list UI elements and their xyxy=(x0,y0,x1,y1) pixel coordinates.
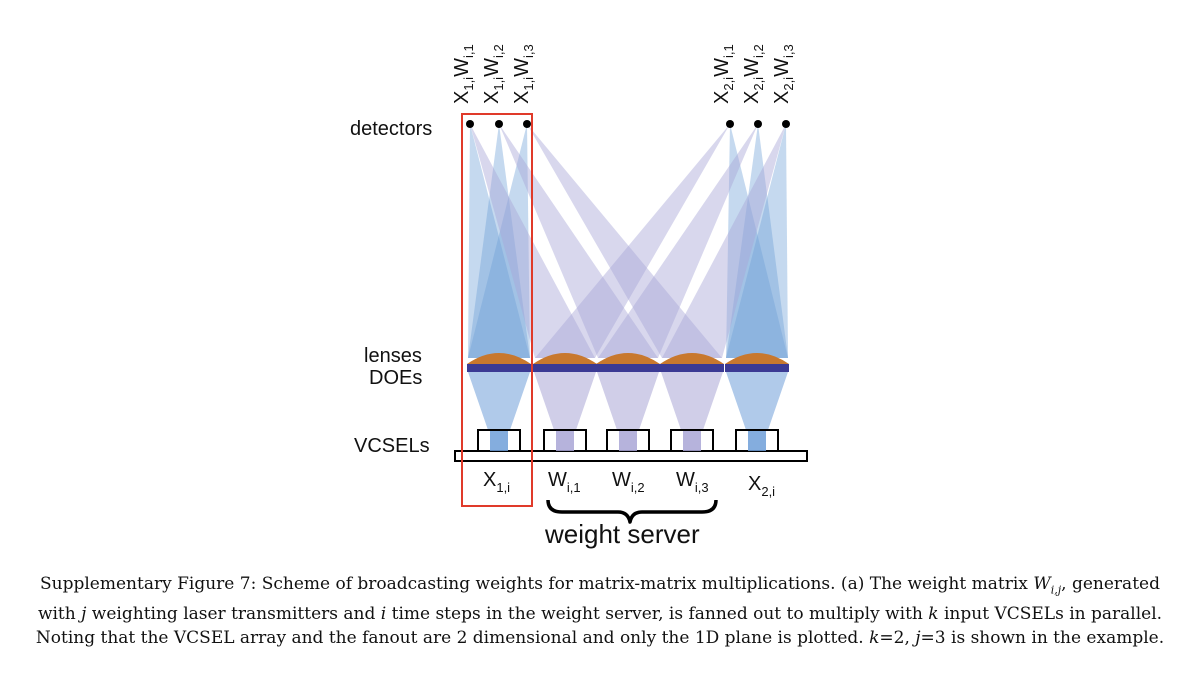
doe-element xyxy=(660,364,724,372)
weight-beam xyxy=(535,124,730,358)
lenses-label: lenses xyxy=(364,345,422,367)
input-beam xyxy=(468,124,530,358)
detector-dot xyxy=(495,120,503,128)
input-beam xyxy=(726,124,788,358)
lens-element xyxy=(533,353,597,364)
doe-element xyxy=(533,364,597,372)
top-label: X1,iWi,2 xyxy=(481,44,506,104)
vcsel-emitter xyxy=(477,429,521,451)
highlight-box xyxy=(461,113,533,507)
vcsels-label: VCSELs xyxy=(354,435,430,457)
emission-cone xyxy=(468,372,530,430)
doe-element xyxy=(467,364,531,372)
detector-dot xyxy=(726,120,734,128)
vcsel-emitter xyxy=(606,429,650,451)
emission-cone xyxy=(534,372,596,430)
weight-beam xyxy=(499,124,658,358)
top-label: X2,iWi,2 xyxy=(741,44,766,104)
detector-dot xyxy=(754,120,762,128)
vcsel-aperture xyxy=(683,431,701,451)
bottom-label-w2: Wi,2 xyxy=(612,469,645,495)
top-label: X1,iWi,3 xyxy=(511,44,536,104)
weight-beam xyxy=(662,124,786,358)
vcsel-aperture xyxy=(556,431,574,451)
figure-caption: Supplementary Figure 7: Scheme of broadc… xyxy=(35,574,1165,649)
bottom-labels: X1,i Wi,1 Wi,2 Wi,3 X2,i xyxy=(483,469,775,499)
lens-element xyxy=(725,353,789,364)
vcsel-aperture xyxy=(490,431,508,451)
top-label: X2,iWi,3 xyxy=(771,44,796,104)
detectors-label: detectors xyxy=(350,118,432,140)
weight-server-brace xyxy=(546,499,718,524)
top-labels: X1,iWi,1 X1,iWi,2 X1,iWi,3 X2,iWi,1 X2,i… xyxy=(451,44,796,104)
emission-cone xyxy=(597,372,659,430)
beam-layer xyxy=(468,124,788,430)
emission-cone xyxy=(661,372,723,430)
top-label: X1,iWi,1 xyxy=(451,44,476,104)
bottom-label-w1: Wi,1 xyxy=(548,469,581,495)
weight-beam xyxy=(527,124,722,358)
detector-dot xyxy=(466,120,474,128)
input-beam xyxy=(468,124,530,358)
vcsel-aperture xyxy=(619,431,637,451)
lens-element xyxy=(660,353,724,364)
detector-dot xyxy=(782,120,790,128)
doe-element xyxy=(725,364,789,372)
lens-element xyxy=(467,353,531,364)
vcsel-aperture xyxy=(748,431,766,451)
input-beam xyxy=(468,124,530,358)
does-label: DOEs xyxy=(369,367,422,389)
input-beam xyxy=(726,124,788,358)
vcsel-emitter xyxy=(735,429,779,451)
vcsel-emitter xyxy=(543,429,587,451)
top-label: X2,iWi,1 xyxy=(711,44,736,104)
bottom-label-x2: X2,i xyxy=(748,473,775,499)
vcsel-substrate xyxy=(454,450,808,462)
emission-cone xyxy=(726,372,788,430)
weight-beam xyxy=(598,124,758,358)
doe-element xyxy=(596,364,660,372)
vcsel-broadcast-diagram: detectors lenses DOEs VCSELs X1,iWi,1 X1… xyxy=(350,44,808,549)
lens-element xyxy=(596,353,660,364)
detector-dot xyxy=(523,120,531,128)
bottom-label-x1: X1,i xyxy=(483,469,510,495)
bottom-label-w3: Wi,3 xyxy=(676,469,709,495)
input-beam xyxy=(726,124,788,358)
optics-layer xyxy=(454,120,808,462)
weight-server-label: weight server xyxy=(544,519,700,549)
vcsel-emitter xyxy=(670,429,714,451)
